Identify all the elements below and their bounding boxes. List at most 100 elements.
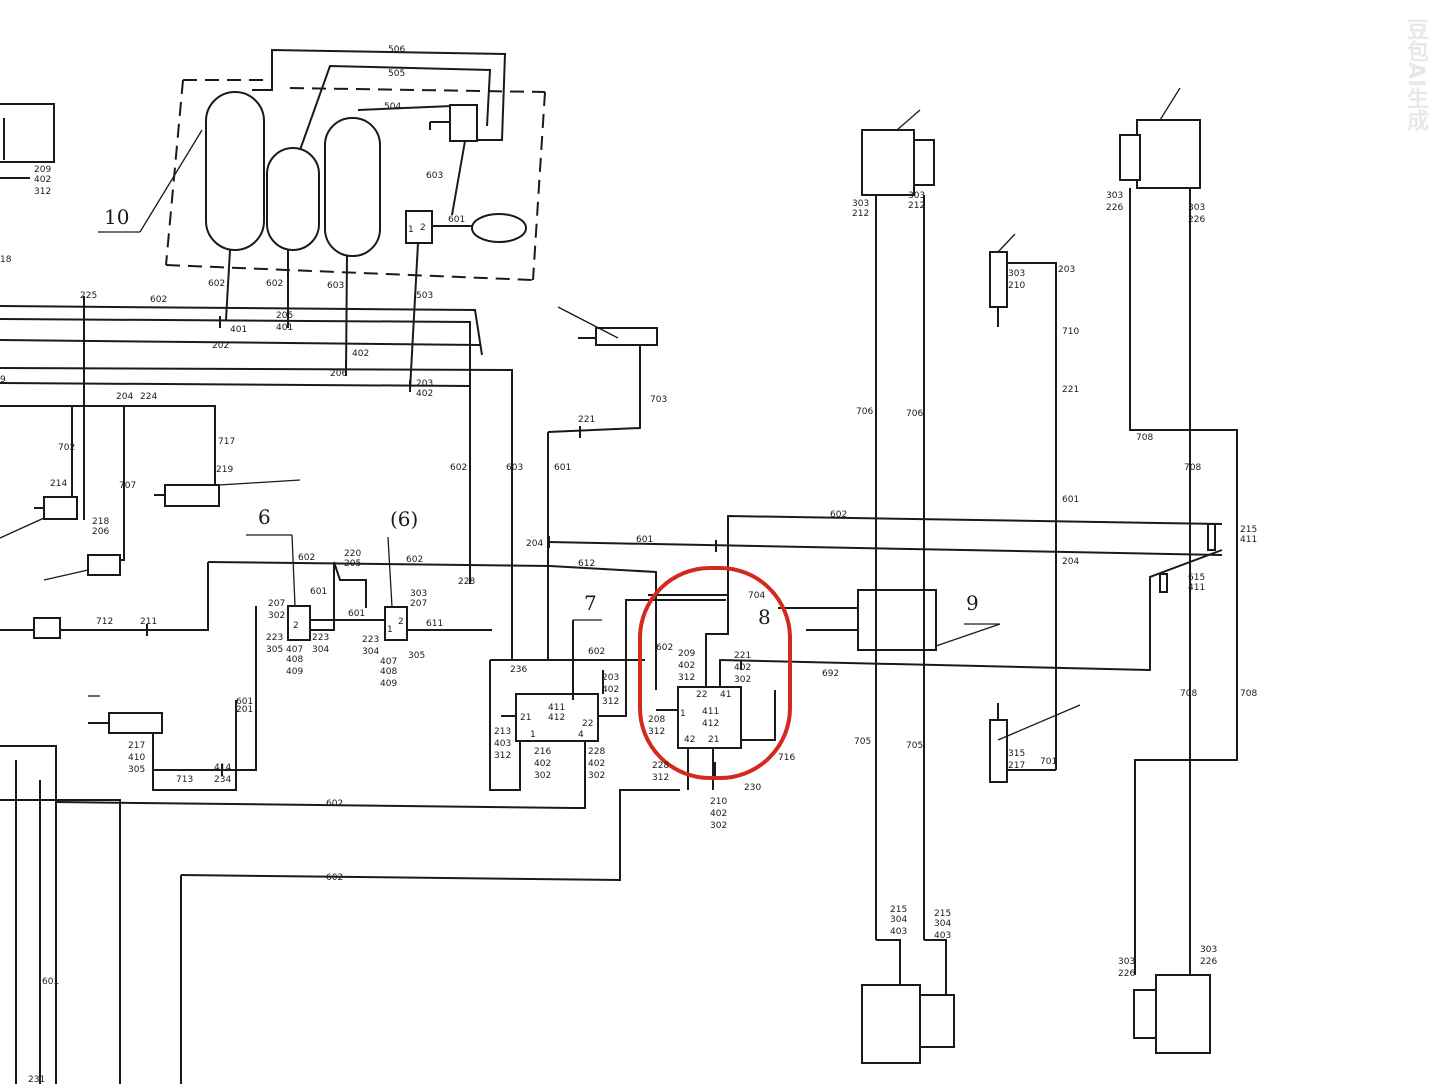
svg-text:201: 201 [236, 705, 253, 715]
svg-text:312: 312 [602, 697, 619, 707]
svg-text:304: 304 [362, 647, 379, 657]
svg-text:710: 710 [1062, 327, 1079, 337]
svg-text:601: 601 [310, 587, 327, 597]
svg-text:226: 226 [1106, 203, 1123, 213]
valve-port-labels: 411 412 21 22 1 4 22 41 1 411 412 42 21 … [293, 223, 731, 745]
svg-text:203: 203 [602, 673, 619, 683]
svg-text:601: 601 [554, 463, 571, 473]
svg-text:2: 2 [293, 621, 299, 631]
callout-6: 6 [258, 505, 271, 529]
svg-text:407: 407 [286, 645, 303, 655]
svg-text:303: 303 [908, 191, 925, 201]
pressure-valve-top [429, 104, 478, 142]
svg-text:202: 202 [212, 341, 229, 351]
svg-text:303: 303 [1188, 203, 1205, 213]
svg-text:712: 712 [96, 617, 113, 627]
svg-text:203: 203 [1058, 265, 1075, 275]
svg-text:411: 411 [1240, 535, 1257, 545]
svg-text:402: 402 [416, 389, 433, 399]
svg-text:401: 401 [276, 323, 293, 333]
svg-text:1: 1 [408, 225, 414, 235]
left-cylinder [164, 484, 220, 507]
air-tank-3 [324, 117, 381, 373]
valve-8 [677, 686, 742, 749]
svg-text:214: 214 [50, 479, 67, 489]
callout-7: 7 [584, 591, 597, 615]
svg-text:312: 312 [678, 673, 695, 683]
svg-text:701: 701 [1040, 757, 1057, 767]
svg-text:408: 408 [286, 655, 303, 665]
svg-text:402: 402 [352, 349, 369, 359]
svg-text:212: 212 [908, 201, 925, 211]
valve-6b [384, 606, 408, 641]
air-tank-2 [266, 147, 320, 318]
svg-text:231: 231 [28, 1075, 45, 1084]
svg-text:21: 21 [708, 735, 719, 745]
brake-chamber-br2 [1155, 974, 1211, 1054]
svg-text:22: 22 [582, 719, 593, 729]
svg-text:303: 303 [410, 589, 427, 599]
svg-text:716: 716 [778, 753, 795, 763]
svg-text:602: 602 [656, 643, 673, 653]
reservoir-enclosure [165, 79, 546, 281]
svg-text:708: 708 [1180, 689, 1197, 699]
valve-7 [515, 693, 599, 742]
svg-text:217: 217 [128, 741, 145, 751]
svg-text:612: 612 [578, 559, 595, 569]
svg-text:225: 225 [80, 291, 97, 301]
svg-text:230: 230 [744, 783, 761, 793]
valve-6 [287, 605, 311, 641]
svg-text:601: 601 [42, 977, 59, 987]
air-filter [471, 213, 527, 243]
svg-text:221: 221 [578, 415, 595, 425]
svg-text:205: 205 [276, 311, 293, 321]
svg-text:504: 504 [384, 102, 401, 112]
svg-text:412: 412 [702, 719, 719, 729]
svg-text:215: 215 [890, 905, 907, 915]
svg-text:302: 302 [710, 821, 727, 831]
svg-text:602: 602 [326, 799, 343, 809]
svg-text:207: 207 [410, 599, 427, 609]
svg-text:203: 203 [416, 379, 433, 389]
svg-text:305: 305 [408, 651, 425, 661]
svg-text:601: 601 [348, 609, 365, 619]
svg-text:234: 234 [214, 775, 231, 785]
svg-text:303: 303 [852, 199, 869, 209]
svg-text:216: 216 [534, 747, 551, 757]
watermark: 豆包AI生成 [1403, 18, 1428, 132]
svg-text:402: 402 [734, 663, 751, 673]
svg-text:402: 402 [678, 661, 695, 671]
svg-text:303: 303 [1200, 945, 1217, 955]
svg-text:315: 315 [1008, 749, 1025, 759]
valve-right-lower [989, 719, 1008, 783]
svg-text:2: 2 [420, 223, 426, 233]
svg-text:414: 414 [214, 763, 231, 773]
svg-text:304: 304 [312, 645, 329, 655]
svg-text:503: 503 [416, 291, 433, 301]
svg-text:22: 22 [696, 690, 707, 700]
svg-text:302: 302 [734, 675, 751, 685]
svg-text:602: 602 [406, 555, 423, 565]
valve-right-upper [989, 251, 1008, 308]
svg-text:702: 702 [58, 443, 75, 453]
svg-text:223: 223 [266, 633, 283, 643]
svg-text:9: 9 [0, 375, 6, 385]
svg-text:602: 602 [298, 553, 315, 563]
callout-8: 8 [758, 605, 771, 629]
svg-text:226: 226 [1200, 957, 1217, 967]
svg-text:304: 304 [890, 915, 907, 925]
svg-text:402: 402 [602, 685, 619, 695]
svg-text:603: 603 [426, 171, 443, 181]
svg-text:410: 410 [128, 753, 145, 763]
svg-text:206: 206 [330, 369, 347, 379]
svg-text:21: 21 [520, 713, 531, 723]
svg-text:602: 602 [588, 647, 605, 657]
svg-text:601: 601 [448, 215, 465, 225]
svg-text:412: 412 [548, 713, 565, 723]
svg-text:302: 302 [534, 771, 551, 781]
svg-text:692: 692 [822, 669, 839, 679]
svg-text:705: 705 [906, 741, 923, 751]
svg-text:402: 402 [710, 809, 727, 819]
svg-text:601: 601 [1062, 495, 1079, 505]
svg-text:713: 713 [176, 775, 193, 785]
